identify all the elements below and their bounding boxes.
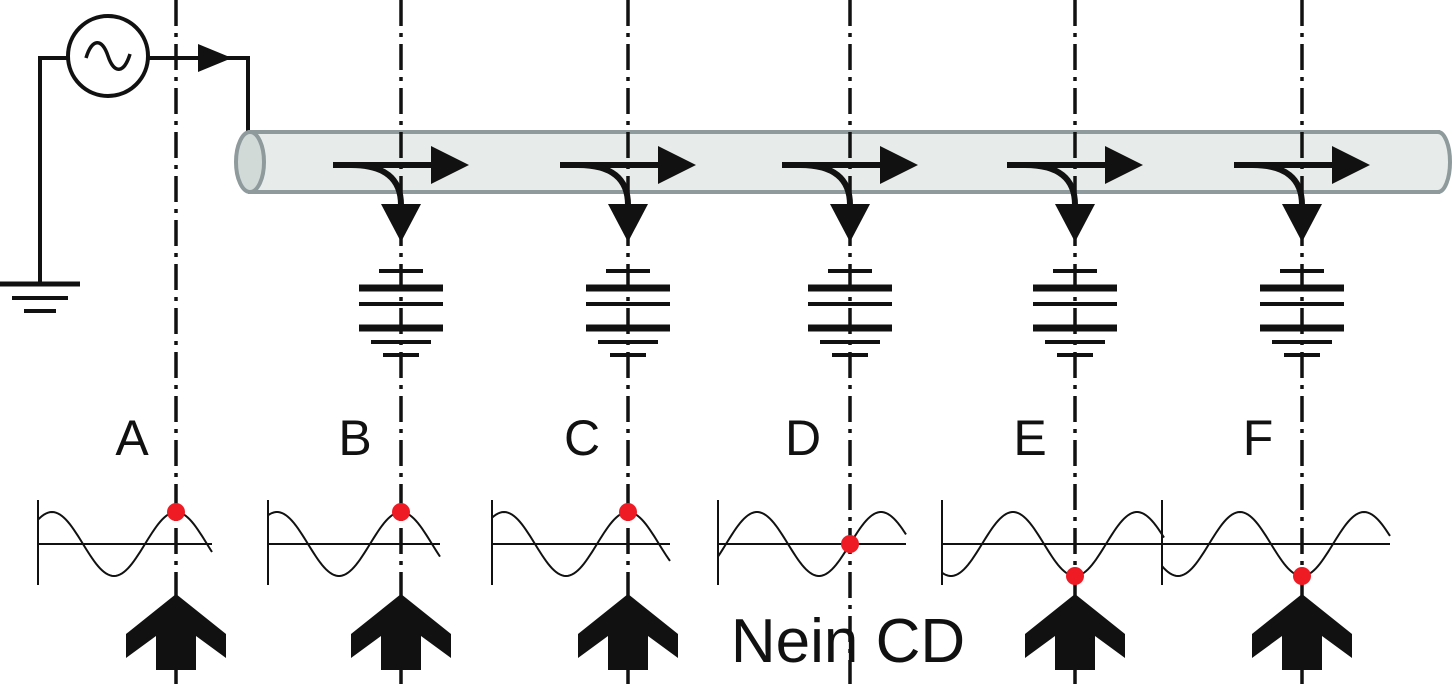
feed-wire	[148, 56, 250, 142]
flow-arrow-icon	[1105, 146, 1143, 184]
station-c	[560, 146, 696, 357]
up-arrow-icon-e	[1025, 594, 1125, 670]
label-b: B	[338, 410, 371, 466]
phase-marker-e	[1066, 567, 1084, 585]
waveform-d	[717, 500, 907, 585]
sine-wave	[491, 510, 671, 578]
feed-arrow-icon	[198, 44, 232, 72]
branch-arrow-icon	[608, 204, 648, 242]
waveform-e	[941, 500, 1165, 585]
branch-curve	[350, 162, 404, 206]
label-c: C	[564, 410, 600, 466]
ac-source-circuit	[0, 14, 250, 313]
sine-wave	[717, 511, 907, 577]
waveform-c	[491, 500, 671, 585]
waveform-b	[267, 500, 441, 585]
no-cd-label: Nein CD	[731, 607, 965, 676]
branch-curve	[799, 162, 853, 206]
branch-arrow-icon	[1282, 204, 1322, 242]
branch-arrow-icon	[1055, 204, 1095, 242]
label-e: E	[1013, 410, 1046, 466]
flow-arrow-icon	[1332, 146, 1370, 184]
flow-arrow-icon	[658, 146, 696, 184]
bottom-arrows	[126, 594, 1352, 670]
station-b	[333, 146, 469, 357]
sine-wave	[941, 511, 1165, 577]
station-e	[1007, 146, 1143, 357]
waveform-f	[1161, 500, 1391, 585]
station-d	[782, 146, 918, 357]
sine-wave	[1161, 510, 1391, 578]
waveform-a	[37, 500, 213, 585]
stations	[333, 146, 1370, 357]
ground-wire	[38, 56, 68, 282]
up-arrow-icon-b	[351, 594, 451, 670]
label-a: A	[115, 410, 149, 466]
tube-left-end	[234, 130, 266, 194]
branch-arrow-icon	[381, 204, 421, 242]
sine-symbol	[84, 41, 132, 71]
up-arrow-icon-c	[578, 594, 678, 670]
branch-curve	[1024, 162, 1078, 206]
phase-marker-a	[167, 503, 185, 521]
label-d: D	[785, 410, 821, 466]
up-arrow-icon-f	[1252, 594, 1352, 670]
branch-curve	[577, 162, 631, 206]
phase-marker-c	[619, 503, 637, 521]
flow-arrow-icon	[431, 146, 469, 184]
guide-lines	[174, 0, 1304, 684]
waveforms	[37, 500, 1391, 585]
station-f	[1234, 146, 1370, 357]
phase-marker-d	[841, 535, 859, 553]
sine-wave	[267, 511, 441, 577]
branch-arrow-icon	[830, 204, 870, 242]
up-arrow-icon-a	[126, 594, 226, 670]
flow-arrow-icon	[880, 146, 918, 184]
label-f: F	[1243, 410, 1274, 466]
tube-right-mask	[1400, 134, 1438, 190]
phase-marker-b	[392, 503, 410, 521]
phase-marker-f	[1293, 567, 1311, 585]
branch-curve	[1251, 162, 1305, 206]
